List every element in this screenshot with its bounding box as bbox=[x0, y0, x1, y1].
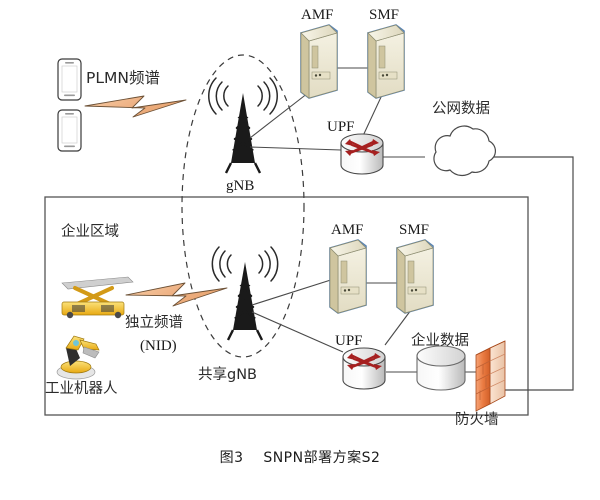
server-icon bbox=[367, 24, 405, 99]
scissor-lift-icon bbox=[61, 276, 134, 319]
link-shared-gnb-to-upf bbox=[251, 311, 344, 353]
link-shared-gnb-to-amf bbox=[251, 277, 338, 306]
enterprise-spectrum-sublabel: (NID) bbox=[140, 338, 177, 354]
shared-coverage-ellipse bbox=[181, 54, 305, 358]
server-icon bbox=[329, 239, 367, 314]
server-icon bbox=[300, 24, 338, 99]
lightning-bolt-icon bbox=[125, 282, 228, 307]
amf-label: AMF bbox=[331, 222, 364, 238]
gnb-label: gNB bbox=[226, 178, 254, 194]
enterprise-data-label: 企业数据 bbox=[411, 331, 469, 349]
shared-gnb-label: 共享gNB bbox=[198, 366, 257, 383]
industrial-robot-icon bbox=[56, 335, 100, 380]
link-smf-to-upf-enterprise bbox=[384, 309, 412, 346]
enterprise-area-label: 企业区域 bbox=[61, 222, 119, 240]
smf-label: SMF bbox=[369, 7, 399, 23]
smartphone-icon bbox=[57, 109, 82, 152]
router-icon bbox=[340, 133, 384, 175]
link-smf-to-upf bbox=[361, 94, 383, 139]
enterprise-area-box bbox=[44, 196, 529, 416]
cell-tower-icon bbox=[211, 246, 279, 341]
smartphone-icon bbox=[57, 58, 82, 101]
lightning-bolt-icon bbox=[84, 95, 187, 118]
firewall-label: 防火墙 bbox=[455, 411, 499, 428]
cell-tower-icon bbox=[208, 77, 278, 174]
industrial-robot-label: 工业机器人 bbox=[45, 380, 118, 397]
link-gnb-to-upf bbox=[249, 146, 342, 151]
plmn-spectrum-label: PLMN频谱 bbox=[86, 69, 160, 87]
figure-caption: 图3 SNPN部署方案S2 bbox=[219, 450, 381, 466]
smf-label: SMF bbox=[399, 222, 429, 238]
router-icon bbox=[342, 347, 386, 390]
link-cloud-to-firewall bbox=[489, 156, 574, 391]
brick-wall-icon bbox=[475, 340, 506, 412]
enterprise-spectrum-label: 独立频谱 bbox=[125, 314, 183, 331]
cloud-icon bbox=[433, 125, 497, 177]
public-data-label: 公网数据 bbox=[432, 100, 490, 117]
upf-label: UPF bbox=[327, 119, 355, 135]
database-cylinder-icon bbox=[416, 345, 466, 391]
amf-label: AMF bbox=[301, 7, 334, 23]
link-gnb-to-amf bbox=[249, 92, 309, 139]
server-icon bbox=[396, 239, 434, 314]
upf-label: UPF bbox=[335, 333, 363, 349]
